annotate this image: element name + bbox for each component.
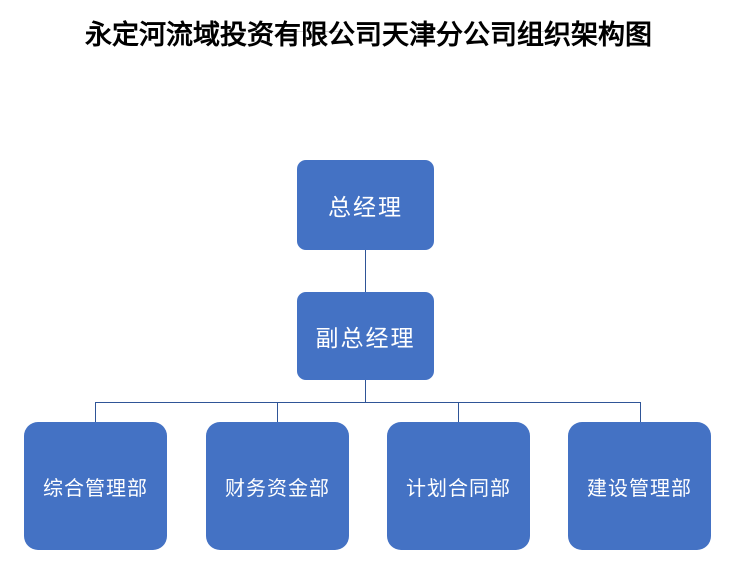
connector-dgm-stem [365,380,366,402]
connector-bus [95,402,641,403]
node-finance-funds-dept[interactable]: 财务资金部 [206,422,349,550]
connector-drop-dept3 [458,402,459,422]
title-hairline-artifact [520,31,546,32]
node-label: 综合管理部 [43,475,148,500]
page-title: 永定河流域投资有限公司天津分公司组织架构图 [85,20,652,51]
node-label: 财务资金部 [225,475,330,500]
title-hairline-artifact [436,31,462,32]
node-planning-contract-dept[interactable]: 计划合同部 [387,422,530,550]
node-construction-management-dept[interactable]: 建设管理部 [568,422,711,550]
connector-drop-dept2 [277,402,278,422]
connector-drop-dept1 [95,402,96,422]
node-label: 建设管理部 [587,475,692,500]
node-label: 副总经理 [315,326,416,352]
node-deputy-general-manager[interactable]: 副总经理 [297,292,434,380]
node-label: 总经理 [328,195,403,221]
title-hairline-artifact [290,31,342,32]
node-general-manager[interactable]: 总经理 [297,160,434,250]
connector-gm-to-dgm [365,250,366,292]
connector-drop-dept4 [640,402,641,422]
node-label: 计划合同部 [406,475,511,500]
node-comprehensive-management-dept[interactable]: 综合管理部 [24,422,167,550]
